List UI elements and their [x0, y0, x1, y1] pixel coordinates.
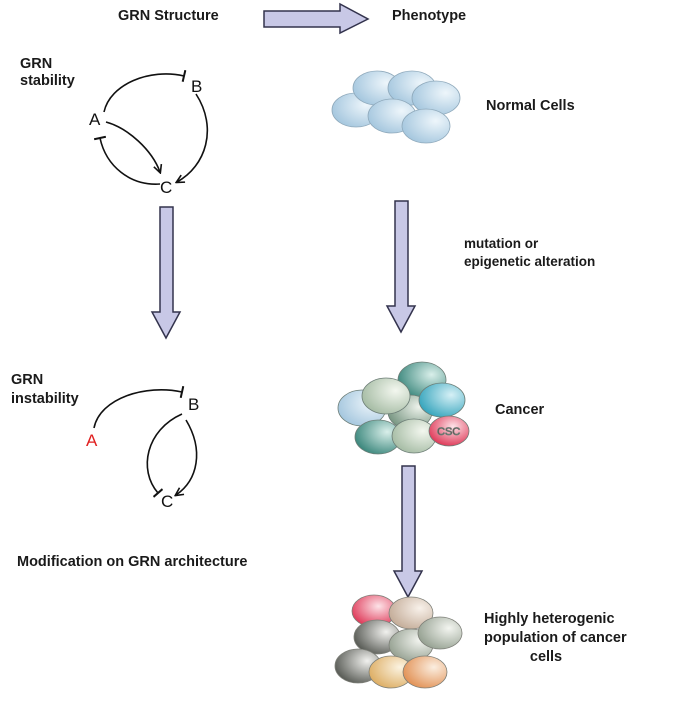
- hetero-cell: [402, 655, 448, 689]
- node-b-unstable: B: [188, 395, 199, 414]
- normal-cells-label: Normal Cells: [486, 98, 575, 114]
- header-grn-structure: GRN Structure: [118, 8, 219, 24]
- csc-label: CSC: [437, 426, 460, 438]
- normal-cell: [401, 108, 451, 144]
- edge-a-to-b-inhibit-unstable: [93, 385, 185, 429]
- grn-stability-label-line1: GRN: [20, 56, 53, 72]
- node-c-unstable: C: [161, 492, 173, 511]
- cancer-cell: [391, 418, 437, 454]
- edge-a-to-b-inhibit: [103, 69, 187, 113]
- right-down-arrow-1: [385, 200, 417, 334]
- node-b: B: [191, 77, 202, 96]
- grn-stability-label-line2: stability: [20, 73, 75, 89]
- hetero-label-line2: population of cancer: [484, 630, 627, 646]
- edge-a-to-c-activate: [105, 121, 160, 172]
- node-a: A: [89, 110, 101, 129]
- grn-instability-network: A B C: [86, 385, 199, 511]
- edge-b-to-c-inhibit-unstable: [146, 413, 183, 498]
- cancer-cell: [418, 382, 466, 418]
- grn-instability-label-line2: instability: [11, 391, 79, 407]
- edge-b-to-c-activate: [177, 93, 209, 182]
- node-a-unstable: A: [86, 431, 98, 450]
- header-arrow: [263, 2, 370, 35]
- left-down-arrow: [150, 206, 182, 340]
- edge-c-to-a-inhibit: [93, 135, 161, 185]
- grn-instability-label-line1: GRN: [11, 372, 44, 388]
- transition-label-line1: mutation or: [464, 236, 539, 251]
- hetero-cell: [417, 616, 463, 650]
- modification-caption: Modification on GRN architecture: [17, 554, 248, 570]
- cancer-cell: [361, 377, 411, 415]
- hetero-label-line3: cells: [529, 649, 563, 665]
- csc-cell: [428, 415, 470, 447]
- right-down-arrow-2: [392, 465, 424, 599]
- edge-b-to-c-activate-unstable: [176, 419, 198, 495]
- header-phenotype: Phenotype: [392, 8, 467, 24]
- node-c: C: [160, 178, 172, 197]
- heterogeneous-cells-cluster: [334, 594, 463, 689]
- cancer-label: Cancer: [495, 402, 545, 418]
- grn-stability-network: A B C: [89, 69, 209, 197]
- normal-cells-cluster: [331, 70, 461, 144]
- transition-label-line2: epigenetic alteration: [464, 254, 596, 269]
- hetero-label-line1: Highly heterogenic: [484, 611, 615, 627]
- cancer-cells-cluster: CSC: [337, 361, 470, 455]
